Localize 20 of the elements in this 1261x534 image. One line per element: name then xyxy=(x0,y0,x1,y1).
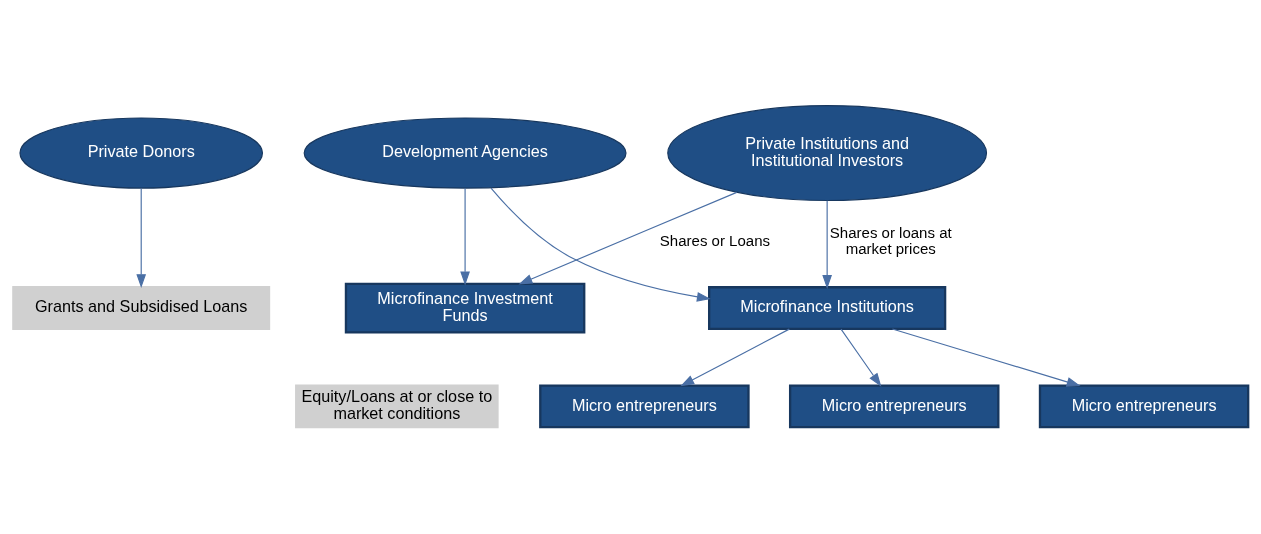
node-box: Grants and Subsidised Loans xyxy=(12,286,271,331)
arrow xyxy=(490,187,711,302)
edge-label: Shares or loans at market prices xyxy=(829,223,952,258)
node-ellipse: Private Institutions and Institutional Investors xyxy=(667,105,988,202)
arrow xyxy=(680,328,790,387)
node-box: Micro entrepreneurs xyxy=(539,384,750,429)
edge-label: Shares or Loans xyxy=(659,232,771,250)
node-box: Micro entrepreneurs xyxy=(788,384,1000,429)
node-box: Microfinance Institutions xyxy=(708,286,947,331)
label: Equity/Loans at or close to market conditions xyxy=(301,387,493,423)
arrow xyxy=(518,191,738,285)
arrow xyxy=(822,200,832,289)
node-ellipse: Private Donors xyxy=(19,117,263,189)
arrow xyxy=(840,328,882,387)
node-box: Microfinance Investment Funds xyxy=(344,282,586,334)
arrow xyxy=(136,187,147,289)
arrow xyxy=(891,328,1081,387)
node-ellipse: Development Agencies xyxy=(303,117,627,189)
node-box: Micro entrepreneurs xyxy=(1038,384,1250,429)
arrow xyxy=(460,187,470,286)
